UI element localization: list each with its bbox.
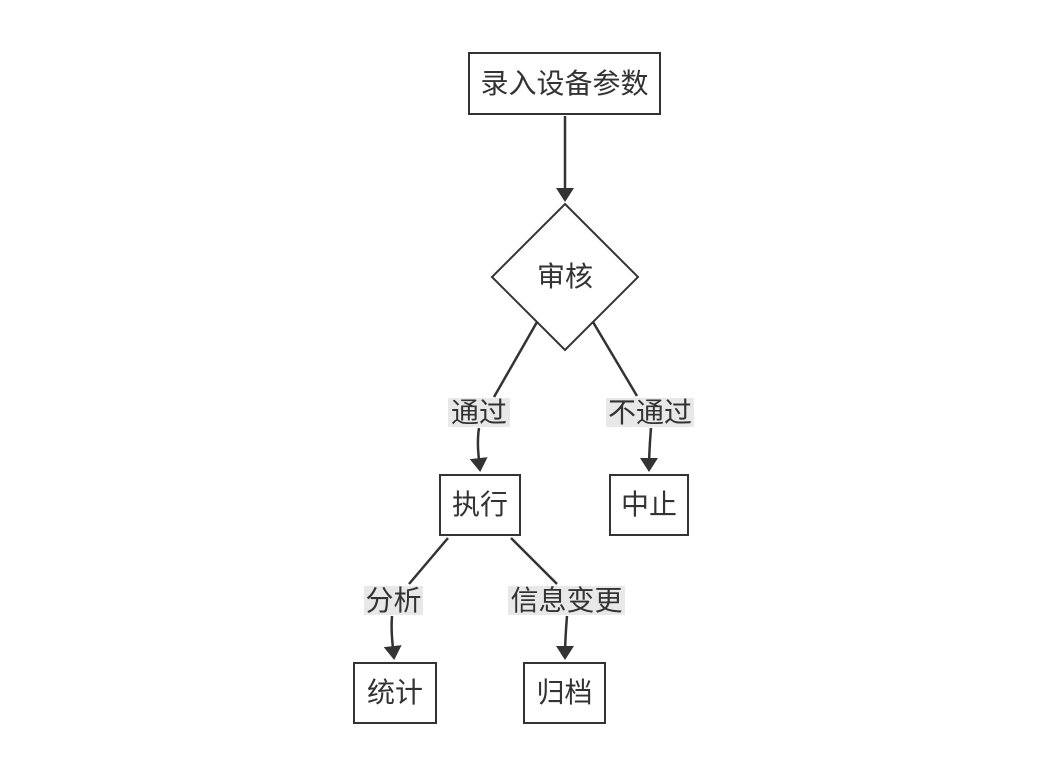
edge-execute-infochange <box>510 537 558 585</box>
node-stats: 统计 <box>353 662 437 724</box>
edge-label-analyze: 分析 <box>364 586 423 615</box>
node-input-device-params-label: 录入设备参数 <box>480 67 649 99</box>
node-stats-label: 统计 <box>366 677 423 708</box>
edge-review-fail <box>591 321 639 397</box>
edge-label-info-change: 信息变更 <box>508 586 625 615</box>
node-execute: 执行 <box>439 474 521 536</box>
node-archive-label: 归档 <box>536 677 593 708</box>
decision-review: 审核 <box>505 261 625 293</box>
node-abort-label: 中止 <box>620 489 677 520</box>
decision-review-shape <box>490 202 640 352</box>
node-archive: 归档 <box>523 662 606 724</box>
edge-execute-analyze <box>408 537 449 585</box>
edge-label-info-change-text: 信息变更 <box>510 584 623 616</box>
edge-pass-execute <box>469 427 488 472</box>
node-abort: 中止 <box>609 474 689 536</box>
decision-review-label: 审核 <box>536 261 593 292</box>
edge-review-pass <box>492 321 539 398</box>
edge-infochange-archive <box>556 615 575 660</box>
node-input-device-params: 录入设备参数 <box>468 52 661 115</box>
edge-label-fail-text: 不通过 <box>607 396 692 428</box>
edge-fail-abort <box>640 427 659 472</box>
edge-label-fail: 不通过 <box>606 398 694 427</box>
edge-label-pass: 通过 <box>448 398 510 427</box>
node-execute-label: 执行 <box>451 489 508 520</box>
edge-analyze-stats <box>383 615 402 660</box>
edge-label-analyze-text: 分析 <box>365 584 422 616</box>
edge-label-pass-text: 通过 <box>450 396 507 428</box>
